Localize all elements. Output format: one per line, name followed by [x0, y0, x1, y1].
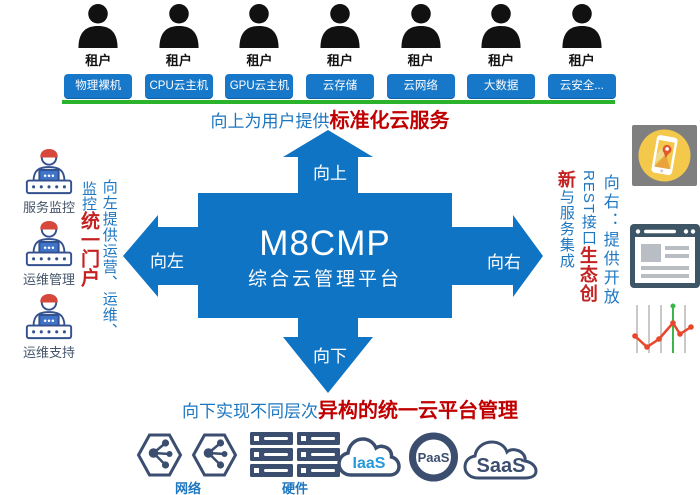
person-silhouette-icon	[481, 4, 521, 48]
left-vertical-caption-inner: 监控统一门户	[77, 181, 99, 287]
hardware-label: 硬件	[281, 481, 308, 495]
tenant-column: 租户 云存储	[300, 4, 381, 99]
service-chip: 云安全...	[547, 74, 616, 99]
service-chip: 云存储	[306, 74, 375, 99]
bottom-caption-blue: 向下实现不同层次	[182, 402, 318, 421]
tenant-label: 租户	[327, 53, 354, 68]
operator-at-desk-icon	[25, 294, 73, 340]
tenant-label: 租户	[407, 53, 434, 68]
ops-item-ops-management: 运维管理	[14, 216, 84, 288]
ops-item-service-monitoring: 服务监控	[14, 144, 84, 216]
browser-window-icon	[630, 224, 700, 288]
service-chip: 大数据	[467, 74, 536, 99]
ops-label: 服务监控	[22, 200, 75, 215]
service-chip: CPU云主机	[144, 74, 213, 99]
service-chip: GPU云主机	[225, 74, 294, 99]
left-vertical-inner-red: 统一门户	[77, 211, 99, 287]
tenant-label: 租户	[165, 53, 192, 68]
right-vertical-3-blue: 与服务集成	[557, 189, 575, 269]
right-vertical-2-blue: REST接口	[579, 170, 597, 247]
platform-subtitle: 综合云管理平台	[247, 269, 402, 290]
top-caption-blue: 向上为用户提供	[210, 112, 330, 131]
arrow-up-label: 向上	[313, 164, 347, 183]
right-vertical-caption-1: 向右：提供开放	[600, 174, 618, 307]
hexagon-network-node-icon	[136, 433, 183, 477]
platform-title: M8CMP	[259, 224, 391, 263]
right-vertical-3-red: 新	[555, 170, 576, 189]
network-label: 网络	[174, 481, 201, 495]
top-caption-red: 标准化云服务	[329, 110, 450, 132]
tenant-column: 租户 云安全...	[541, 4, 622, 99]
cross-arrows-shape	[123, 130, 543, 393]
tenant-column: 租户 云网络	[380, 4, 461, 99]
iaas-cloud-icon: IaaS	[337, 437, 401, 477]
arrow-left-label: 向左	[150, 252, 184, 271]
tenant-column: 租户 GPU云主机	[219, 4, 300, 99]
person-silhouette-icon	[401, 4, 441, 48]
top-caption: 向上为用户提供标准化云服务	[140, 104, 520, 133]
arrow-right-label: 向右	[487, 253, 521, 272]
right-vertical-2-red: 生态创	[577, 246, 598, 304]
mobile-app-map-icon	[632, 125, 697, 186]
service-chip: 物理裸机	[64, 74, 133, 99]
person-silhouette-icon	[239, 4, 279, 48]
tenant-column: 租户 物理裸机	[58, 4, 139, 99]
hexagon-network-node-icon	[191, 433, 238, 477]
paas-label: PaaS	[418, 450, 450, 465]
saas-cloud-icon: SaaS	[463, 440, 538, 480]
person-silhouette-icon	[78, 4, 118, 48]
paas-circle-icon: PaaS	[409, 432, 458, 482]
person-silhouette-icon	[159, 4, 199, 48]
tenant-label: 租户	[488, 53, 515, 68]
saas-label: SaaS	[477, 455, 526, 477]
green-divider	[62, 100, 615, 104]
tenant-label: 租户	[568, 53, 595, 68]
service-chip: 云网络	[386, 74, 455, 99]
tenants-row: 租户 物理裸机 租户 CPU云主机 租户 GPU云主机 租户 云存储 租户 云网…	[58, 4, 622, 99]
server-rack-icon	[250, 432, 293, 477]
left-vertical-inner-blue: 监控	[79, 181, 97, 211]
person-silhouette-icon	[320, 4, 360, 48]
bottom-caption-red: 异构的统一云平台管理	[318, 400, 518, 422]
operator-at-desk-icon	[25, 149, 73, 195]
server-rack-icon	[297, 432, 340, 477]
ops-label: 运维管理	[22, 272, 75, 287]
right-vertical-caption-2: REST接口生态创	[577, 170, 598, 304]
tenant-label: 租户	[246, 53, 273, 68]
arrow-down-label: 向下	[313, 347, 347, 366]
operator-at-desk-icon	[25, 221, 73, 267]
right-vertical-caption-3: 新与服务集成	[555, 170, 576, 269]
tenant-label: 租户	[85, 53, 112, 68]
person-silhouette-icon	[562, 4, 602, 48]
tenant-column: 租户 大数据	[461, 4, 542, 99]
bottom-caption: 向下实现不同层次异构的统一云平台管理	[120, 394, 580, 423]
tenant-column: 租户 CPU云主机	[139, 4, 220, 99]
ops-label: 运维支持	[22, 345, 75, 360]
ops-item-ops-support: 运维支持	[14, 289, 84, 361]
iaas-label: IaaS	[353, 455, 386, 472]
left-vertical-caption-outer: 向左提供运营、运维、	[100, 179, 118, 339]
line-chart-icon	[632, 303, 694, 353]
